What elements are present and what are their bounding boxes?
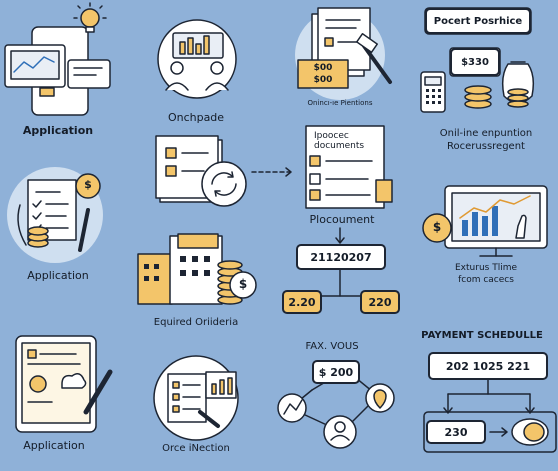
label-oneline-enpuntion: Onil-ine enpuntion xyxy=(439,128,533,139)
label-application-2: Application xyxy=(27,269,89,282)
date-box-202-1025-221: 202 1025 221 xyxy=(428,352,548,380)
amount-box-200: $ 200 xyxy=(312,360,360,384)
label-exturus: Exturus Tlime xyxy=(454,263,518,273)
dollar-coin-icon: $ xyxy=(84,178,92,191)
arrow-head xyxy=(335,237,345,244)
dollar-tag-icon: $00 xyxy=(313,63,333,73)
document-coin-icon xyxy=(7,167,103,263)
value-box-right-220: 220 xyxy=(360,290,400,314)
label-payment-schedule: PAYMENT SCHEDULLE xyxy=(421,330,543,341)
label-plocoument: Plocoument xyxy=(309,213,375,226)
label-orce-inection: Orce iNection xyxy=(162,443,230,454)
documents-cycle-icon xyxy=(155,135,247,207)
label-fax-vous: FAX. VOUS xyxy=(305,341,359,352)
tablet-document-icon xyxy=(15,335,113,433)
label-process-documents: Ipoocec documents xyxy=(314,131,365,151)
dollar-circle-icon: $ xyxy=(238,277,248,291)
pocert-posrhice-box: Pocert Posrhice xyxy=(425,8,531,34)
monitor-chart-icon xyxy=(422,185,548,257)
buildings-coins-icon xyxy=(137,233,257,305)
label-fcom-cacecs: fcom cacecs xyxy=(458,275,514,285)
amount-box-330: $330 xyxy=(450,48,500,76)
label-application-1: Application xyxy=(22,124,94,137)
label-oninc-pentions: Onincı-ıe Pientions xyxy=(307,99,373,107)
label-equired-oriideria: Equired Oriideria xyxy=(153,317,239,328)
tablet-app-icon xyxy=(4,2,111,116)
dollar-coin-orange-icon: $ xyxy=(432,220,442,234)
label-onchpade: Onchpade xyxy=(167,111,225,124)
documents-tools-icon xyxy=(295,7,392,100)
network-icon xyxy=(277,377,395,449)
meeting-icon xyxy=(157,19,237,99)
dollar-tag-icon-2: $00 xyxy=(313,75,333,85)
number-box-21120207: 21120207 xyxy=(296,244,386,270)
process-document-icon xyxy=(305,125,393,209)
label-rocerussregent: Rocerussregent xyxy=(447,141,525,152)
value-box-left-220: 2.20 xyxy=(282,290,322,314)
label-application-3: Application xyxy=(23,439,85,452)
value-box-230: 230 xyxy=(426,420,486,444)
docs-chart-icon xyxy=(153,355,239,441)
arrow-head xyxy=(285,167,292,177)
payment-schedule-flow xyxy=(423,379,557,453)
